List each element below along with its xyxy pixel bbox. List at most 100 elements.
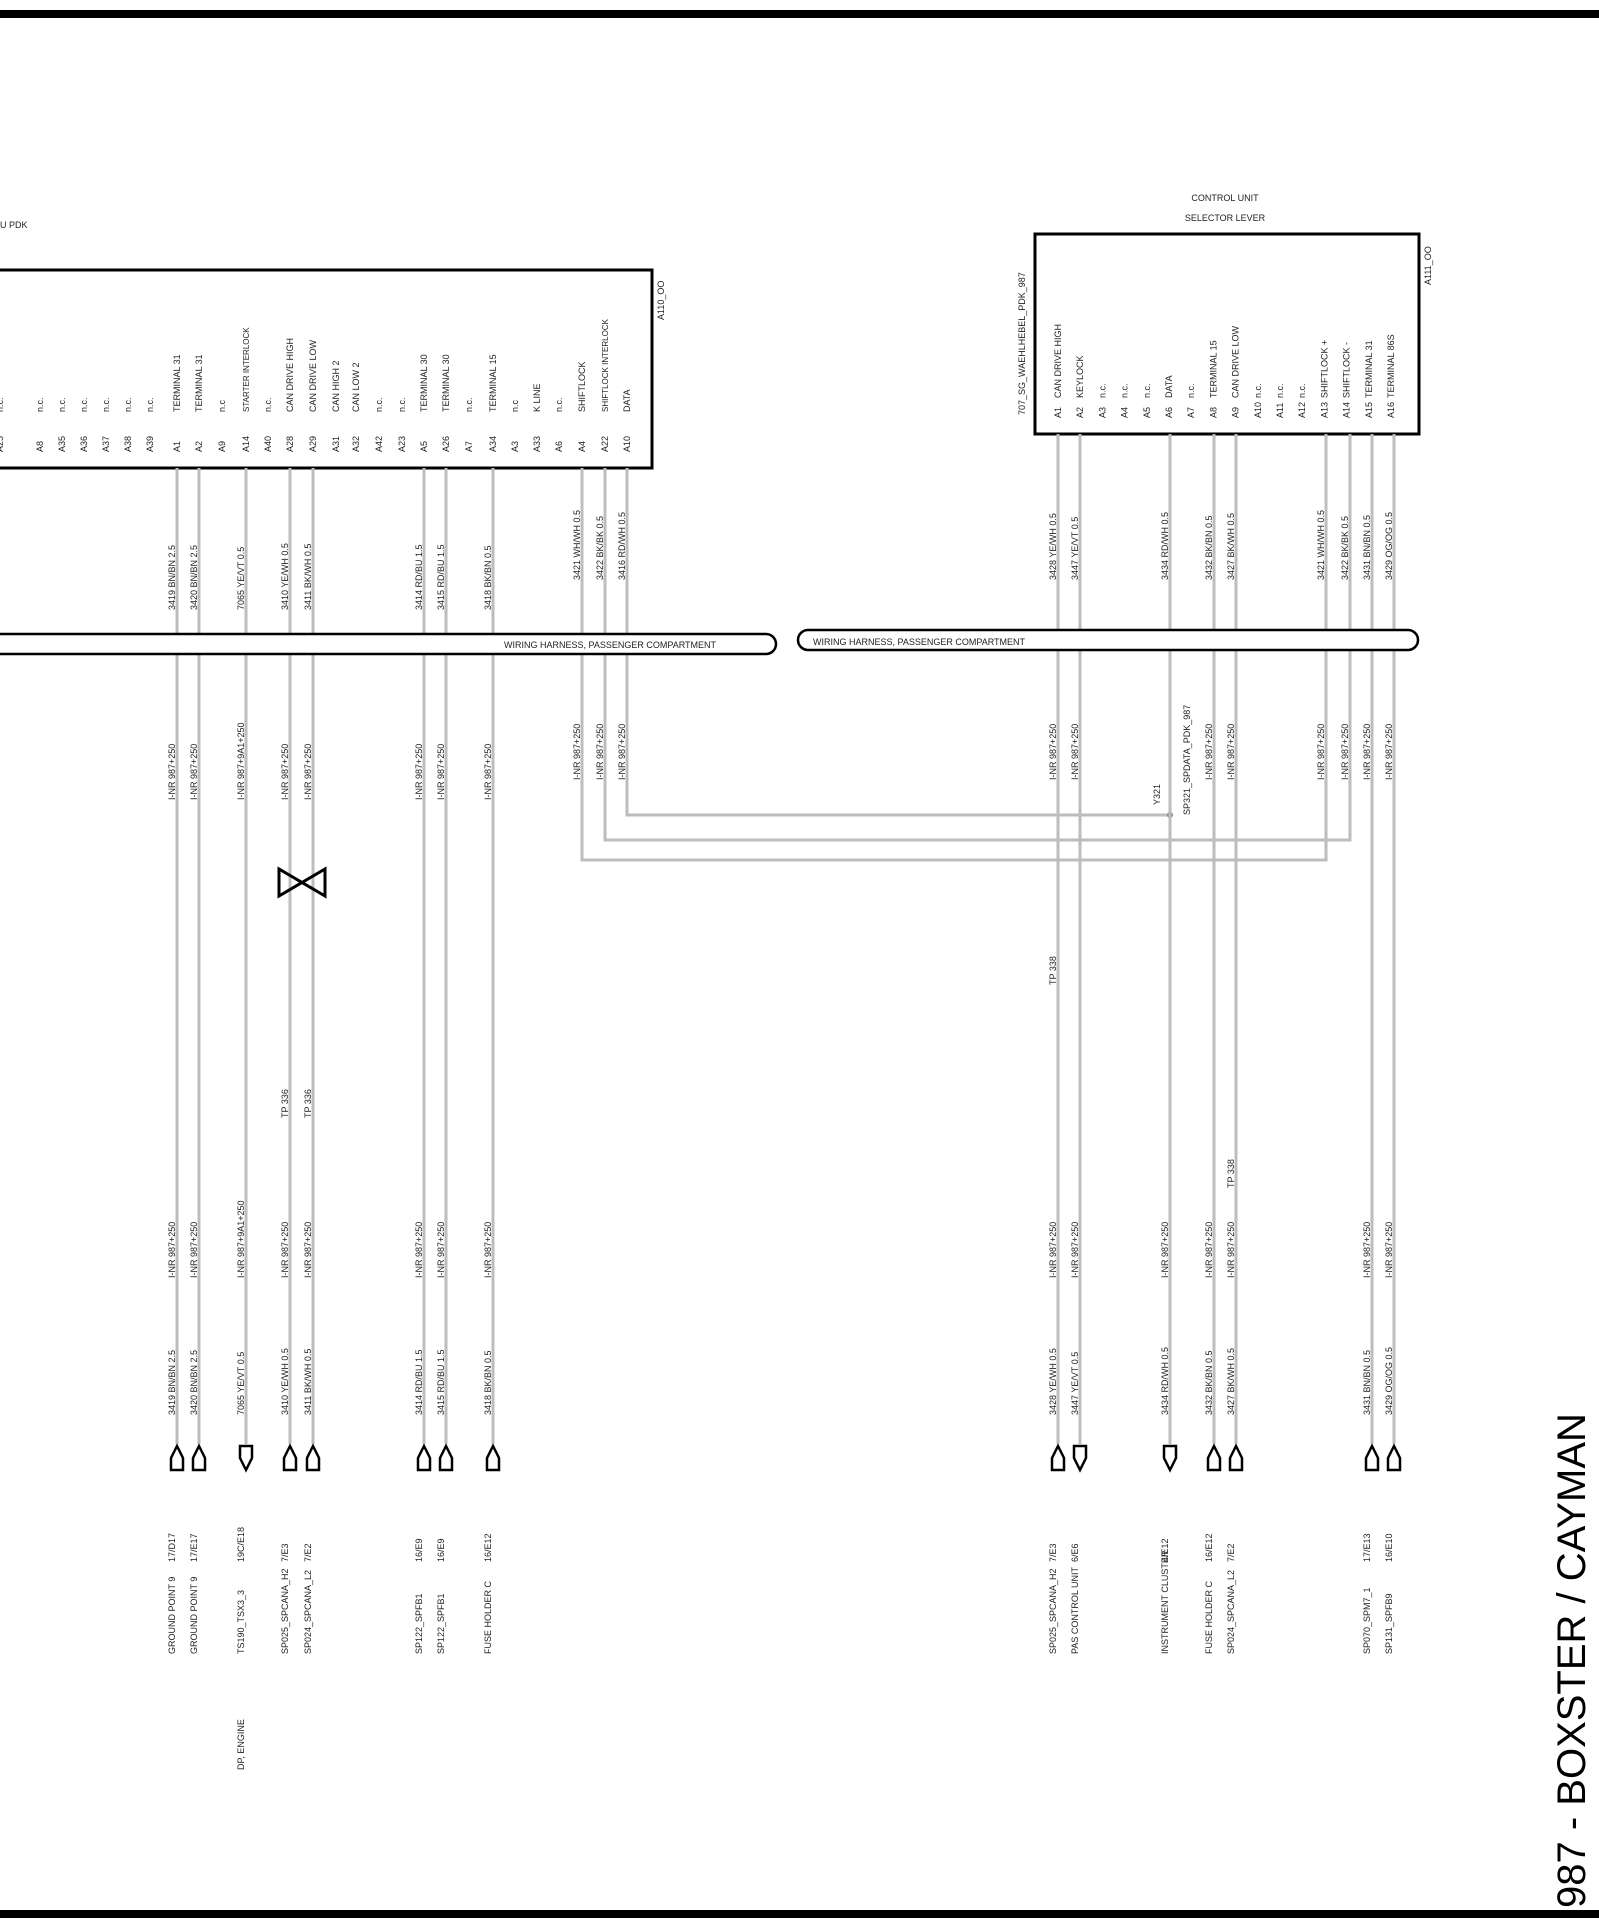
- connector-terminal-icon: [238, 1444, 254, 1473]
- ecu-pin-label: n.c: [217, 399, 227, 412]
- destination-label: SP025_SPCANA_H2: [1048, 1568, 1058, 1654]
- wire-code-label: 3428 YE/WH 0.5: [1048, 1348, 1058, 1415]
- ecu-pin-label: n.c: [510, 399, 520, 412]
- ecu-pin-number: A1: [172, 441, 182, 452]
- test-point-label: TP 336: [280, 1089, 290, 1118]
- destination-label: SP070_SPM7_1: [1362, 1587, 1372, 1654]
- selector-pin-label: DATA: [1164, 375, 1174, 398]
- ecu-pin-number: A8: [35, 441, 45, 452]
- destination-label: SP122_SPFB1: [414, 1593, 424, 1654]
- ecu-pin-number: A23: [397, 436, 407, 452]
- wire-nr-label: I-NR 987+250: [189, 744, 199, 800]
- selector-pin-label: n.c.: [1097, 383, 1107, 398]
- wire-nr-label: I-NR 987+250: [483, 1222, 493, 1278]
- location-ref: 16/E12: [1204, 1533, 1214, 1562]
- selector-pin-label: CAN DRIVE LOW: [1231, 325, 1241, 398]
- ecu-pin-number: A2: [194, 441, 204, 452]
- connector-terminal-icon: [1364, 1443, 1380, 1472]
- selector-pin-number: A12: [1297, 402, 1307, 418]
- ecu-title: U PDK: [0, 220, 28, 230]
- wire-code-label: 3447 YE/VT 0.5: [1070, 1352, 1080, 1415]
- ecu-pin-number: A39: [145, 436, 155, 452]
- ecu-pin-number: A3: [510, 441, 520, 452]
- selector-pin-number: A8: [1208, 407, 1218, 418]
- bottom-border: [0, 1910, 1599, 1918]
- selector-pin-number: A16: [1386, 402, 1396, 418]
- wire-code-label: 3428 YE/WH 0.5: [1048, 513, 1058, 580]
- splice-name: SP321_SPDATA_PDK_987: [1182, 705, 1192, 815]
- connector-terminal-icon: [1072, 1444, 1088, 1473]
- selector-pin-number: A4: [1120, 407, 1130, 418]
- ecu-pin-number: A33: [532, 436, 542, 452]
- ecu-pin-number: A14: [241, 436, 251, 452]
- test-point-label: TP 338: [1048, 956, 1058, 985]
- location-ref: 7/E2: [1226, 1543, 1236, 1562]
- ecu-pin-number: A38: [123, 436, 133, 452]
- location-ref: 4/E12: [1160, 1538, 1170, 1562]
- location-ref: 17/E13: [1362, 1533, 1372, 1562]
- test-point-label: TP 336: [303, 1089, 313, 1118]
- wire-code-label: 3411 BK/WH 0.5: [303, 1349, 313, 1415]
- wire-nr-label: I-NR 987+250: [436, 1222, 446, 1278]
- ecu-pin-label: DATA: [622, 389, 632, 412]
- harness-left-label: WIRING HARNESS, PASSENGER COMPARTMENT: [504, 640, 717, 650]
- selector-pin-number: A6: [1164, 407, 1174, 418]
- connector-terminal-icon: [416, 1443, 432, 1472]
- selector-title-line2: SELECTOR LEVER: [1185, 213, 1266, 223]
- wire-code-label: 3421 WH/WH 0.5: [572, 510, 582, 580]
- destination-label: GROUND POINT 9: [167, 1577, 177, 1654]
- selector-pin-number: A3: [1097, 407, 1107, 418]
- ecu-pin-number: A26: [441, 436, 451, 452]
- wire-nr-label: I-NR 987+250: [1204, 1222, 1214, 1278]
- selector-pin-label: n.c.: [1297, 383, 1307, 398]
- connector-terminal-icon: [191, 1443, 207, 1472]
- wire-code-label: 3414 RD/BU 1.5: [414, 544, 424, 610]
- destination-label: SP122_SPFB1: [436, 1593, 446, 1654]
- selector-pin-label: n.c.: [1142, 383, 1152, 398]
- wire-nr-label: I-NR 987+250: [1384, 724, 1394, 780]
- wire-nr-label: I-NR 987+250: [1070, 1222, 1080, 1278]
- location-ref: 7/E3: [280, 1543, 290, 1562]
- wire-nr-label: I-NR 987+250: [414, 744, 424, 800]
- ecu-pin-label: n.c.: [57, 397, 67, 412]
- ecu-pin-number: A28: [285, 436, 295, 452]
- splice-ref: Y321: [1152, 784, 1162, 805]
- wire-nr-label: I-NR 987+250: [1160, 1222, 1170, 1278]
- location-ref: 17/E17: [189, 1533, 199, 1562]
- wire-code-label: 3419 BN/BN 2.5: [167, 545, 177, 610]
- ecu-pin-label: CAN DRIVE HIGH: [285, 338, 295, 412]
- top-border: [0, 10, 1599, 18]
- selector-pin-number: A11: [1275, 403, 1285, 418]
- ecu-pin-number: A22: [600, 436, 610, 452]
- selector-pin-number: A13: [1319, 402, 1329, 418]
- selector-pin-number: A2: [1075, 407, 1085, 418]
- wire-code-label: 3411 BK/WH 0.5: [303, 544, 313, 610]
- wire-nr-label: I-NR 987+250: [189, 1222, 199, 1278]
- wire-code-label: 7065 YE/VT 0.5: [236, 1352, 246, 1415]
- wire-nr-label: I-NR 987+250: [280, 744, 290, 800]
- connector-terminal-icon: [1050, 1443, 1066, 1472]
- ecu-pin-label: n.c.: [145, 397, 155, 412]
- harness-left: WIRING HARNESS, PASSENGER COMPARTMENT: [0, 632, 778, 656]
- location-ref: 6/E6: [1070, 1543, 1080, 1562]
- wire: [625, 654, 1170, 817]
- selector-lever-unit: CONTROL UNIT SELECTOR LEVER 707_SG_WAEHL…: [1017, 193, 1433, 436]
- wire-code-label: 3422 BK/BK 0.5: [595, 516, 605, 580]
- connector-terminal-icon: [1228, 1443, 1244, 1472]
- destination-label: INSTRUMENT CLUSTER: [1160, 1550, 1170, 1654]
- wire-code-label: 3432 BK/BN 0.5: [1204, 515, 1214, 580]
- selector-pin-number: A9: [1231, 407, 1241, 418]
- destination-label: FUSE HOLDER C: [1204, 1580, 1214, 1654]
- wire-nr-label: I-NR 987+9A1+250: [236, 722, 246, 800]
- selector-pin-label: SHIFTLOCK -: [1342, 342, 1352, 398]
- wire-nr-label: I-NR 987+250: [1340, 724, 1350, 780]
- ecu-pin-number: A40: [263, 436, 273, 452]
- selector-pin-label: TERMINAL 86S: [1386, 334, 1396, 398]
- wire-nr-label: I-NR 987+250: [414, 1222, 424, 1278]
- wire-code-label: 3415 RD/BU 1.5: [436, 544, 446, 610]
- selector-title-line1: CONTROL UNIT: [1191, 193, 1259, 203]
- ecu-pin-number: A25: [0, 436, 5, 452]
- wire-code-label: 3427 BK/WH 0.5: [1226, 1348, 1236, 1415]
